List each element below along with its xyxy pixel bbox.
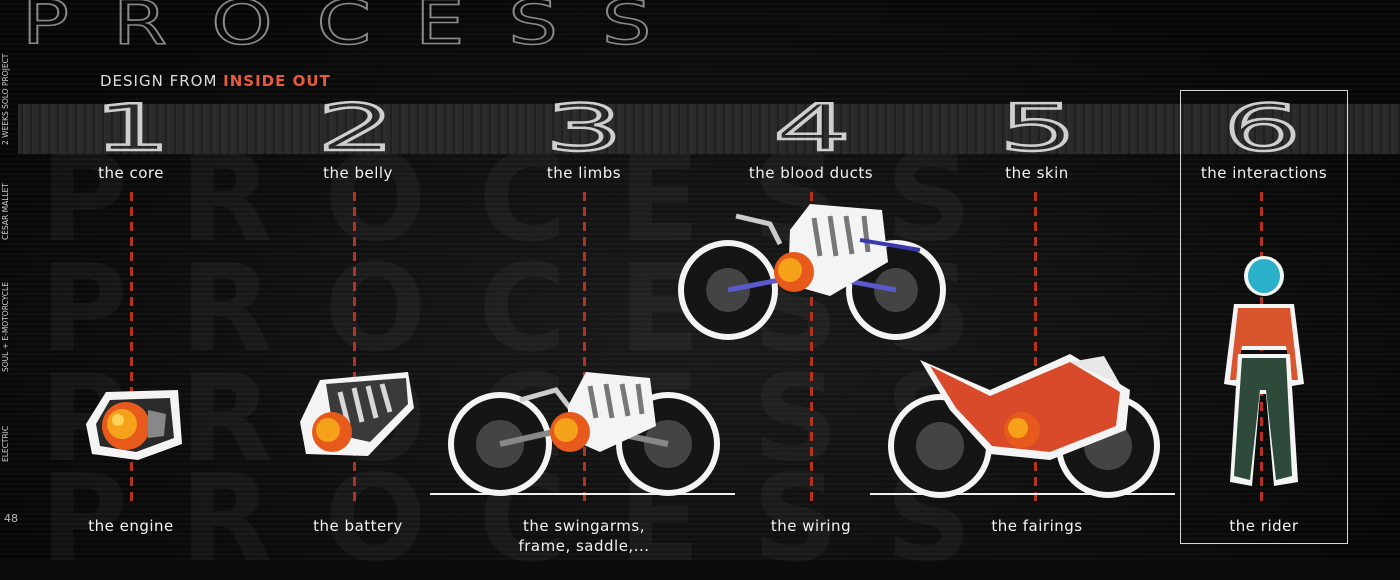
engine-illustration: [86, 390, 182, 460]
ground-line: [430, 493, 735, 495]
step-number-4: 4: [771, 92, 853, 166]
sidebar-duration: 2 WEEKS SOLO PROJECT: [1, 53, 10, 145]
fairing-bike-illustration: [888, 354, 1160, 498]
step-caption-5: the fairings: [991, 517, 1083, 535]
subtitle-highlight: INSIDE OUT: [223, 72, 331, 90]
step-caption-4: the wiring: [770, 517, 852, 535]
step-caption-3: the swingarms, frame, saddle,...: [474, 516, 694, 556]
battery-illustration: [300, 372, 414, 456]
step-title-2: the belly: [323, 164, 393, 182]
step-number-3: 3: [543, 92, 625, 166]
guide-line-4: [810, 192, 813, 504]
step-caption-3-line2: frame, saddle,...: [518, 537, 650, 555]
subtitle: DESIGN FROM INSIDE OUT: [100, 72, 331, 90]
guide-line-1: [130, 192, 133, 504]
guide-line-5: [1034, 192, 1037, 504]
step-number-6: 6: [1221, 92, 1303, 166]
number-band: [18, 104, 1400, 154]
step-6-highlight-frame: [1180, 90, 1348, 544]
sidebar-project: SOUL + E-MOTORCYCLE: [1, 282, 10, 372]
step-caption-3-line1: the swingarms,: [523, 517, 645, 535]
page-title: PROCESS: [22, 0, 696, 49]
wiring-bike-illustration: [678, 204, 946, 340]
sidebar-category: ELECTRIC: [1, 425, 10, 462]
guide-line-3: [583, 192, 586, 504]
step-title-1: the core: [98, 164, 164, 182]
rider-illustration: [1224, 256, 1304, 486]
step-title-4: the blood ducts: [748, 164, 874, 182]
step-caption-1: the engine: [88, 517, 174, 535]
subtitle-prefix: DESIGN FROM: [100, 72, 224, 90]
step-title-6: the interactions: [1200, 164, 1328, 182]
step-caption-2: the battery: [313, 517, 403, 535]
step-title-3: the limbs: [546, 164, 622, 182]
step-number-1: 1: [91, 92, 173, 166]
ground-line: [870, 493, 1175, 495]
page-number: 48: [4, 512, 18, 525]
step-number-2: 2: [315, 92, 397, 166]
step-title-5: the skin: [1005, 164, 1069, 182]
sidebar-author: CÉSAR MALLET: [1, 183, 10, 240]
frame-bike-illustration: [448, 372, 720, 496]
sidebar: 2 WEEKS SOLO PROJECT CÉSAR MALLET SOUL +…: [0, 0, 18, 500]
step-number-5: 5: [997, 92, 1079, 166]
guide-line-2: [353, 192, 356, 504]
step-caption-6: the rider: [1229, 517, 1299, 535]
